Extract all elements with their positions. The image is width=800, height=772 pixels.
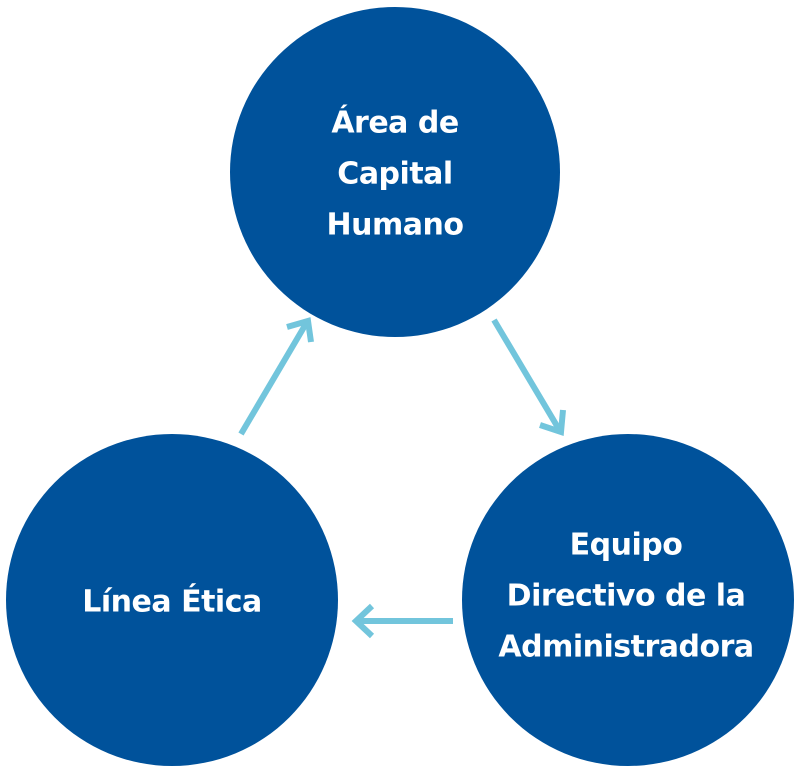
label-line: Capital bbox=[337, 156, 453, 192]
label-line: Directivo de la bbox=[506, 578, 746, 614]
node-equipo-directivo-circle bbox=[462, 434, 794, 766]
arrow-equipo-to-linea bbox=[351, 603, 453, 639]
arrow-capital-to-equipo bbox=[491, 318, 566, 437]
label-line: Área de bbox=[331, 105, 459, 141]
label-line: Línea Ética bbox=[82, 584, 262, 620]
node-linea-etica-circle bbox=[6, 434, 338, 766]
node-linea-etica-label: Línea Ética bbox=[22, 577, 322, 628]
label-line: Equipo bbox=[569, 527, 683, 563]
label-line: Administradora bbox=[498, 629, 754, 665]
arrow-linea-to-capital bbox=[238, 317, 314, 436]
node-capital-humano-circle bbox=[230, 7, 560, 337]
label-line: Humano bbox=[326, 207, 464, 243]
